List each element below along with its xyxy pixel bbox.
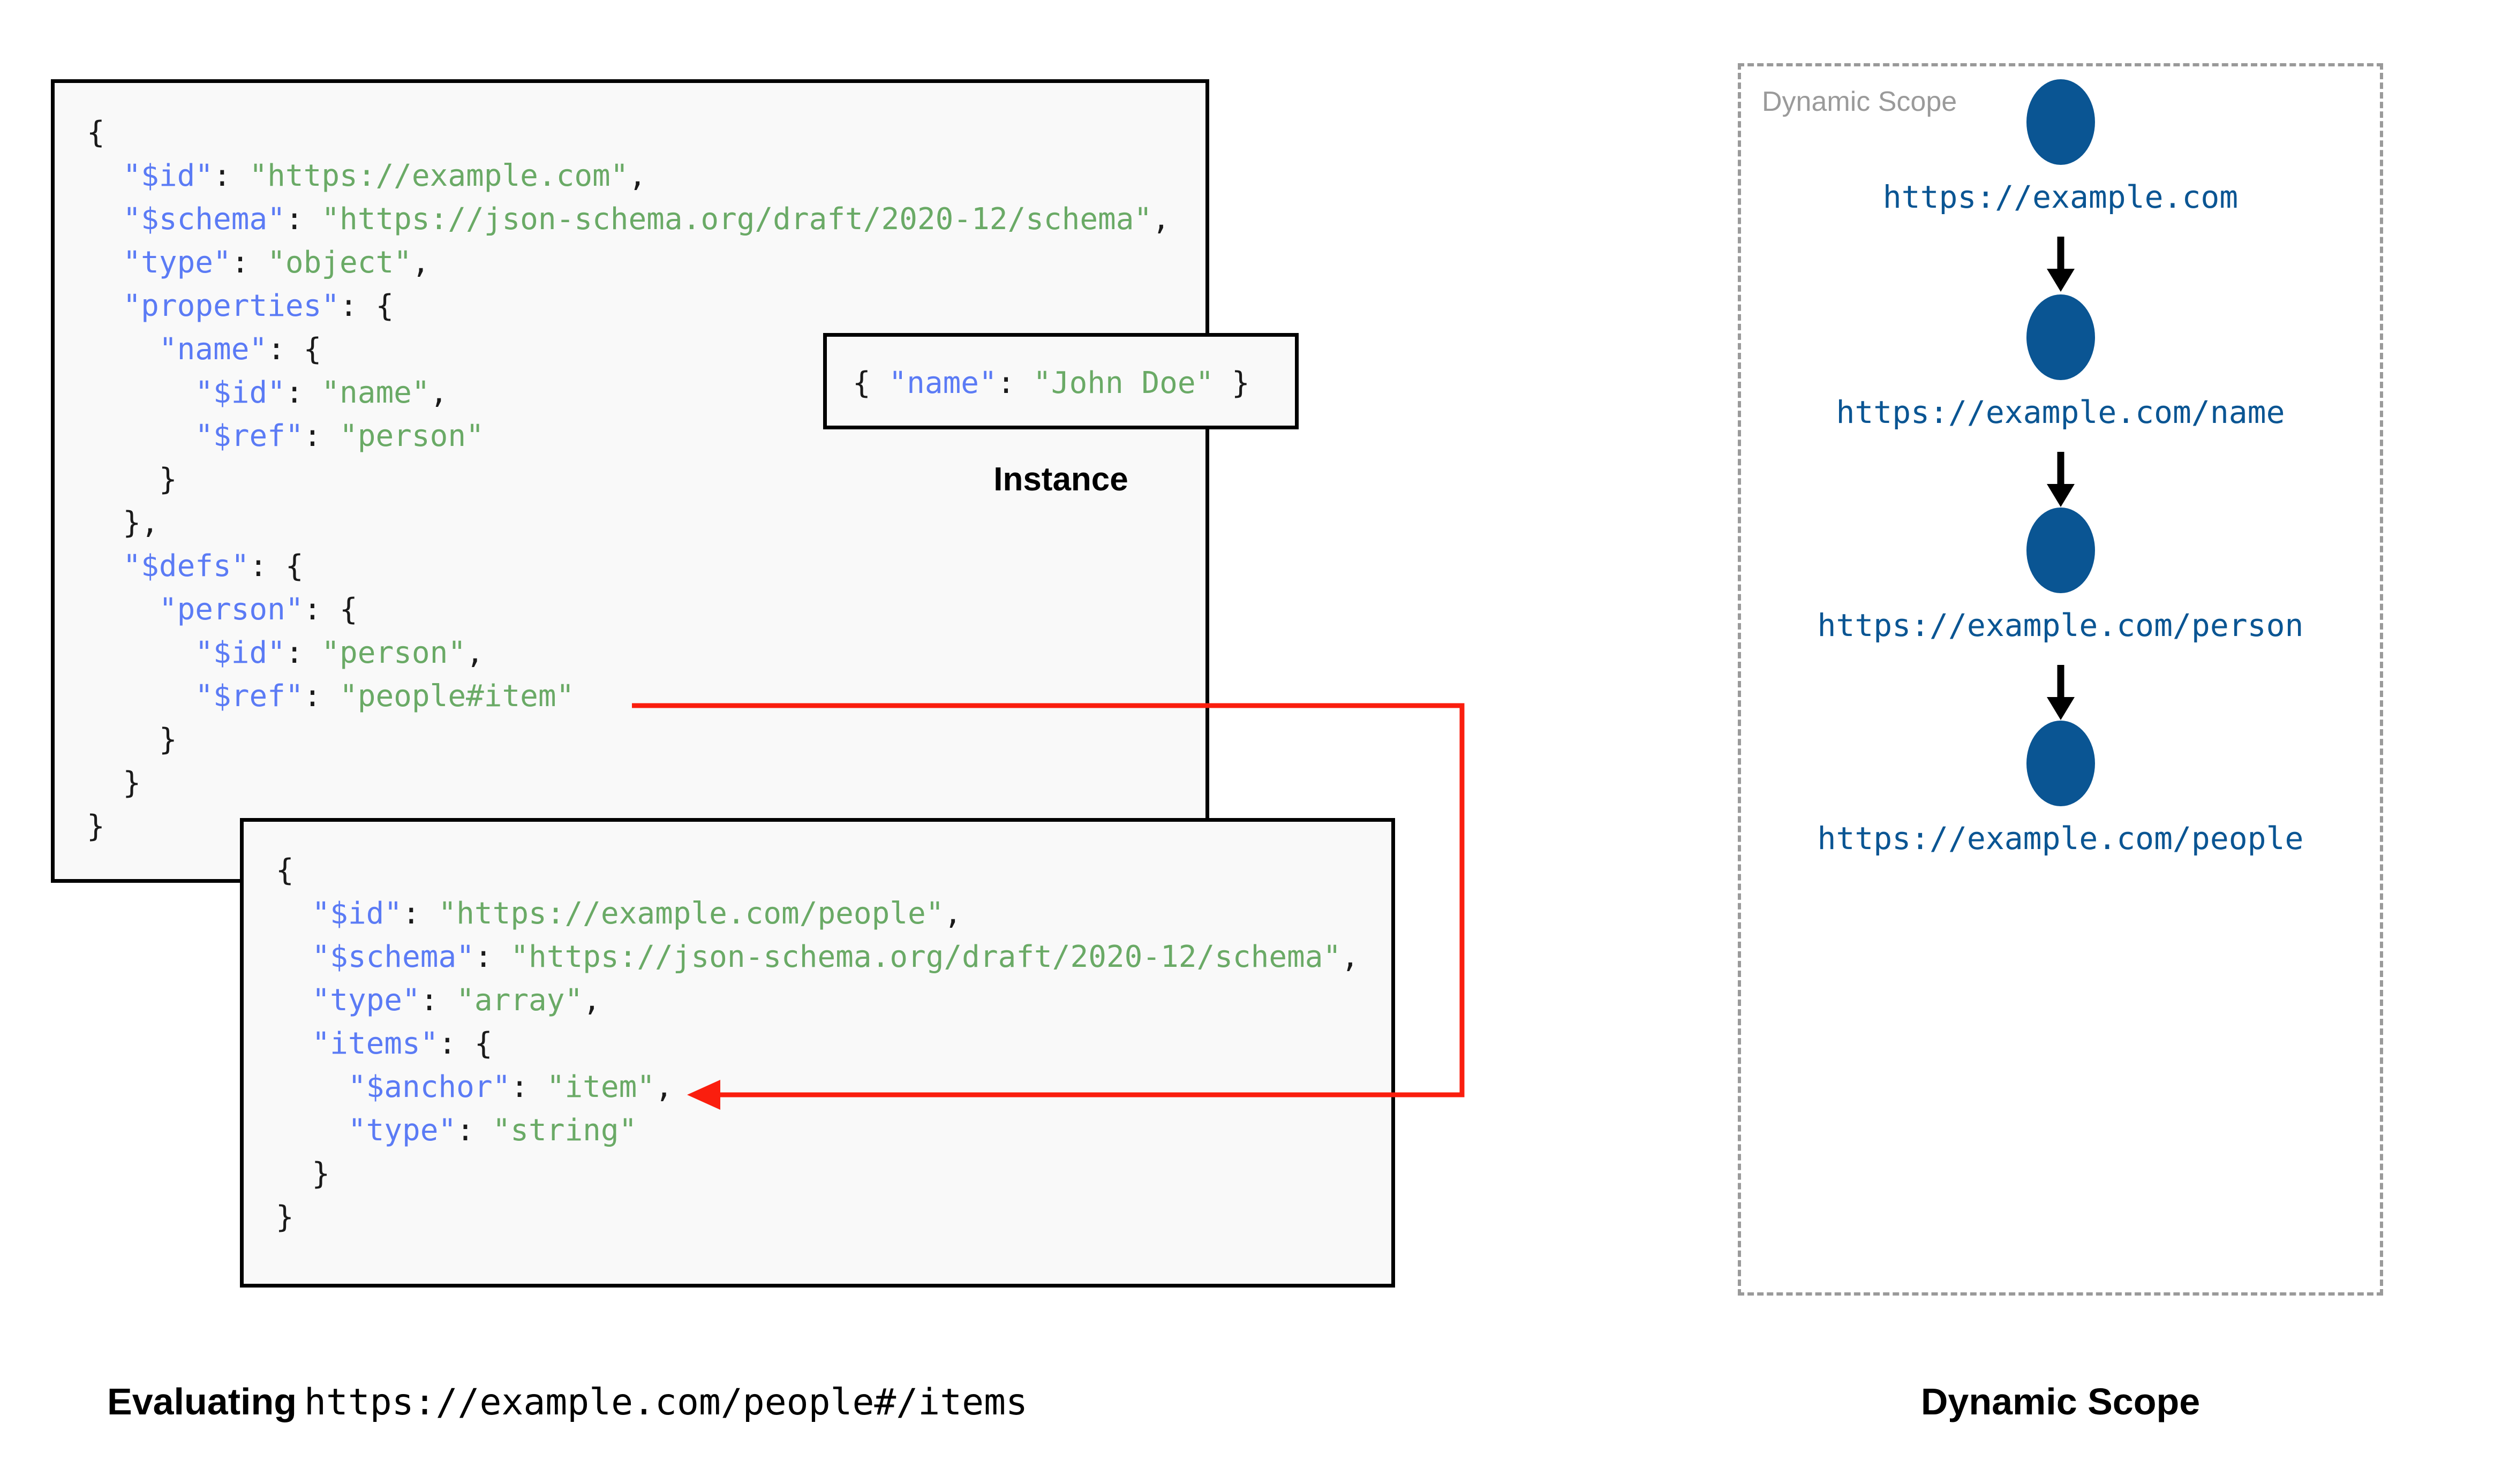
people-schema-code: { "$id": "https://example.com/people", "…	[276, 853, 1359, 1235]
dynamic-scope-panel	[1738, 63, 2383, 1296]
root-schema-code: { "$id": "https://example.com", "$schema…	[87, 115, 1170, 844]
scope-arrow-2	[1738, 664, 2383, 723]
scope-node-circle-icon	[2026, 508, 2095, 593]
scope-node-label: https://example.com/name	[1836, 394, 2285, 430]
down-arrow-icon	[2046, 665, 2075, 720]
people-schema-box: { "$id": "https://example.com/people", "…	[240, 818, 1395, 1288]
scope-node-circle-icon	[2026, 294, 2095, 380]
scope-arrow-0	[1738, 236, 2383, 294]
evaluating-label: Evaluating	[107, 1381, 297, 1422]
scope-node-1: https://example.com/name	[1738, 294, 2383, 430]
scope-node-label: https://example.com	[1882, 179, 2239, 215]
scope-arrow-1	[1738, 451, 2383, 510]
dynamic-scope-caption: Dynamic Scope	[1920, 1381, 2201, 1422]
instance-code: { "name": "John Doe" }	[853, 366, 1250, 400]
dynamic-scope-inner-label: Dynamic Scope	[1762, 86, 1957, 117]
scope-node-0: https://example.com	[1738, 79, 2383, 215]
scope-node-label: https://example.com/people	[1817, 820, 2304, 857]
evaluating-url: https://example.com/people#/items	[304, 1381, 1028, 1424]
scope-node-3: https://example.com/people	[1738, 721, 2383, 857]
root-schema-box: { "$id": "https://example.com", "$schema…	[51, 79, 1209, 883]
scope-node-circle-icon	[2026, 79, 2095, 165]
down-arrow-icon	[2046, 237, 2075, 292]
instance-caption: Instance	[993, 461, 1128, 498]
scope-node-label: https://example.com/person	[1817, 607, 2304, 643]
down-arrow-icon	[2046, 452, 2075, 507]
scope-node-circle-icon	[2026, 721, 2095, 806]
scope-node-2: https://example.com/person	[1738, 508, 2383, 643]
instance-box: { "name": "John Doe" }	[823, 333, 1299, 429]
dynamic-scope-chain: https://example.com https://example.com/…	[1738, 63, 2383, 1296]
